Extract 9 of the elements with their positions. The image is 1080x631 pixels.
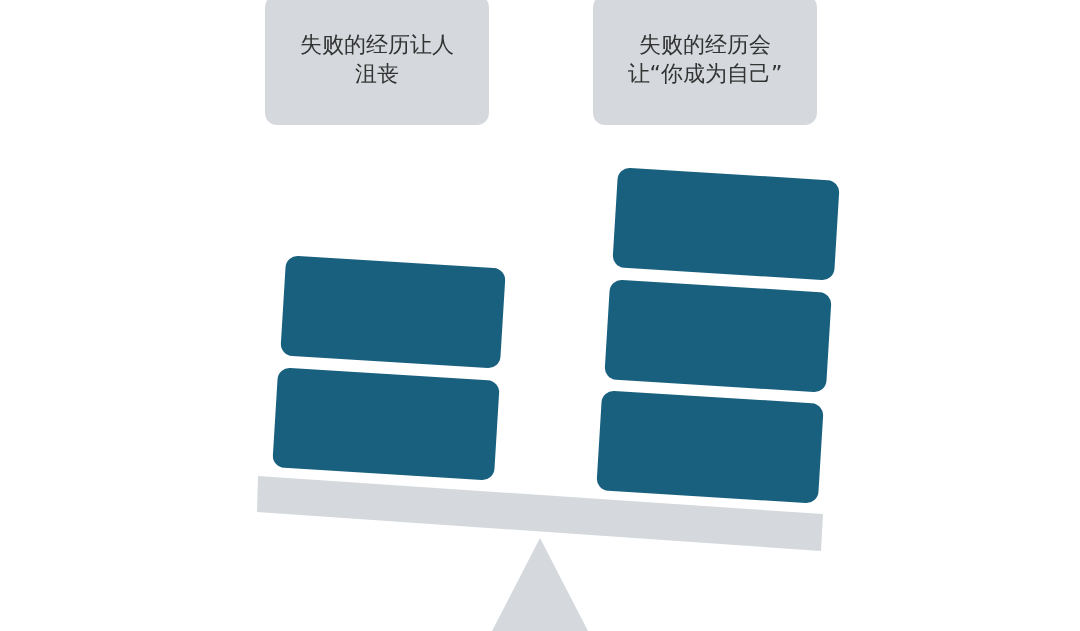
weight-block [272,367,500,481]
caption-text: 失败的经历会让“你成为自己” [626,31,784,88]
label-card [265,0,489,125]
weight-block [280,255,506,369]
label-card [593,0,817,125]
weight-block [612,167,840,281]
weight-block [596,390,824,504]
weight-block [604,279,832,393]
caption-text: 失败的经历让人沮丧 [299,31,455,88]
